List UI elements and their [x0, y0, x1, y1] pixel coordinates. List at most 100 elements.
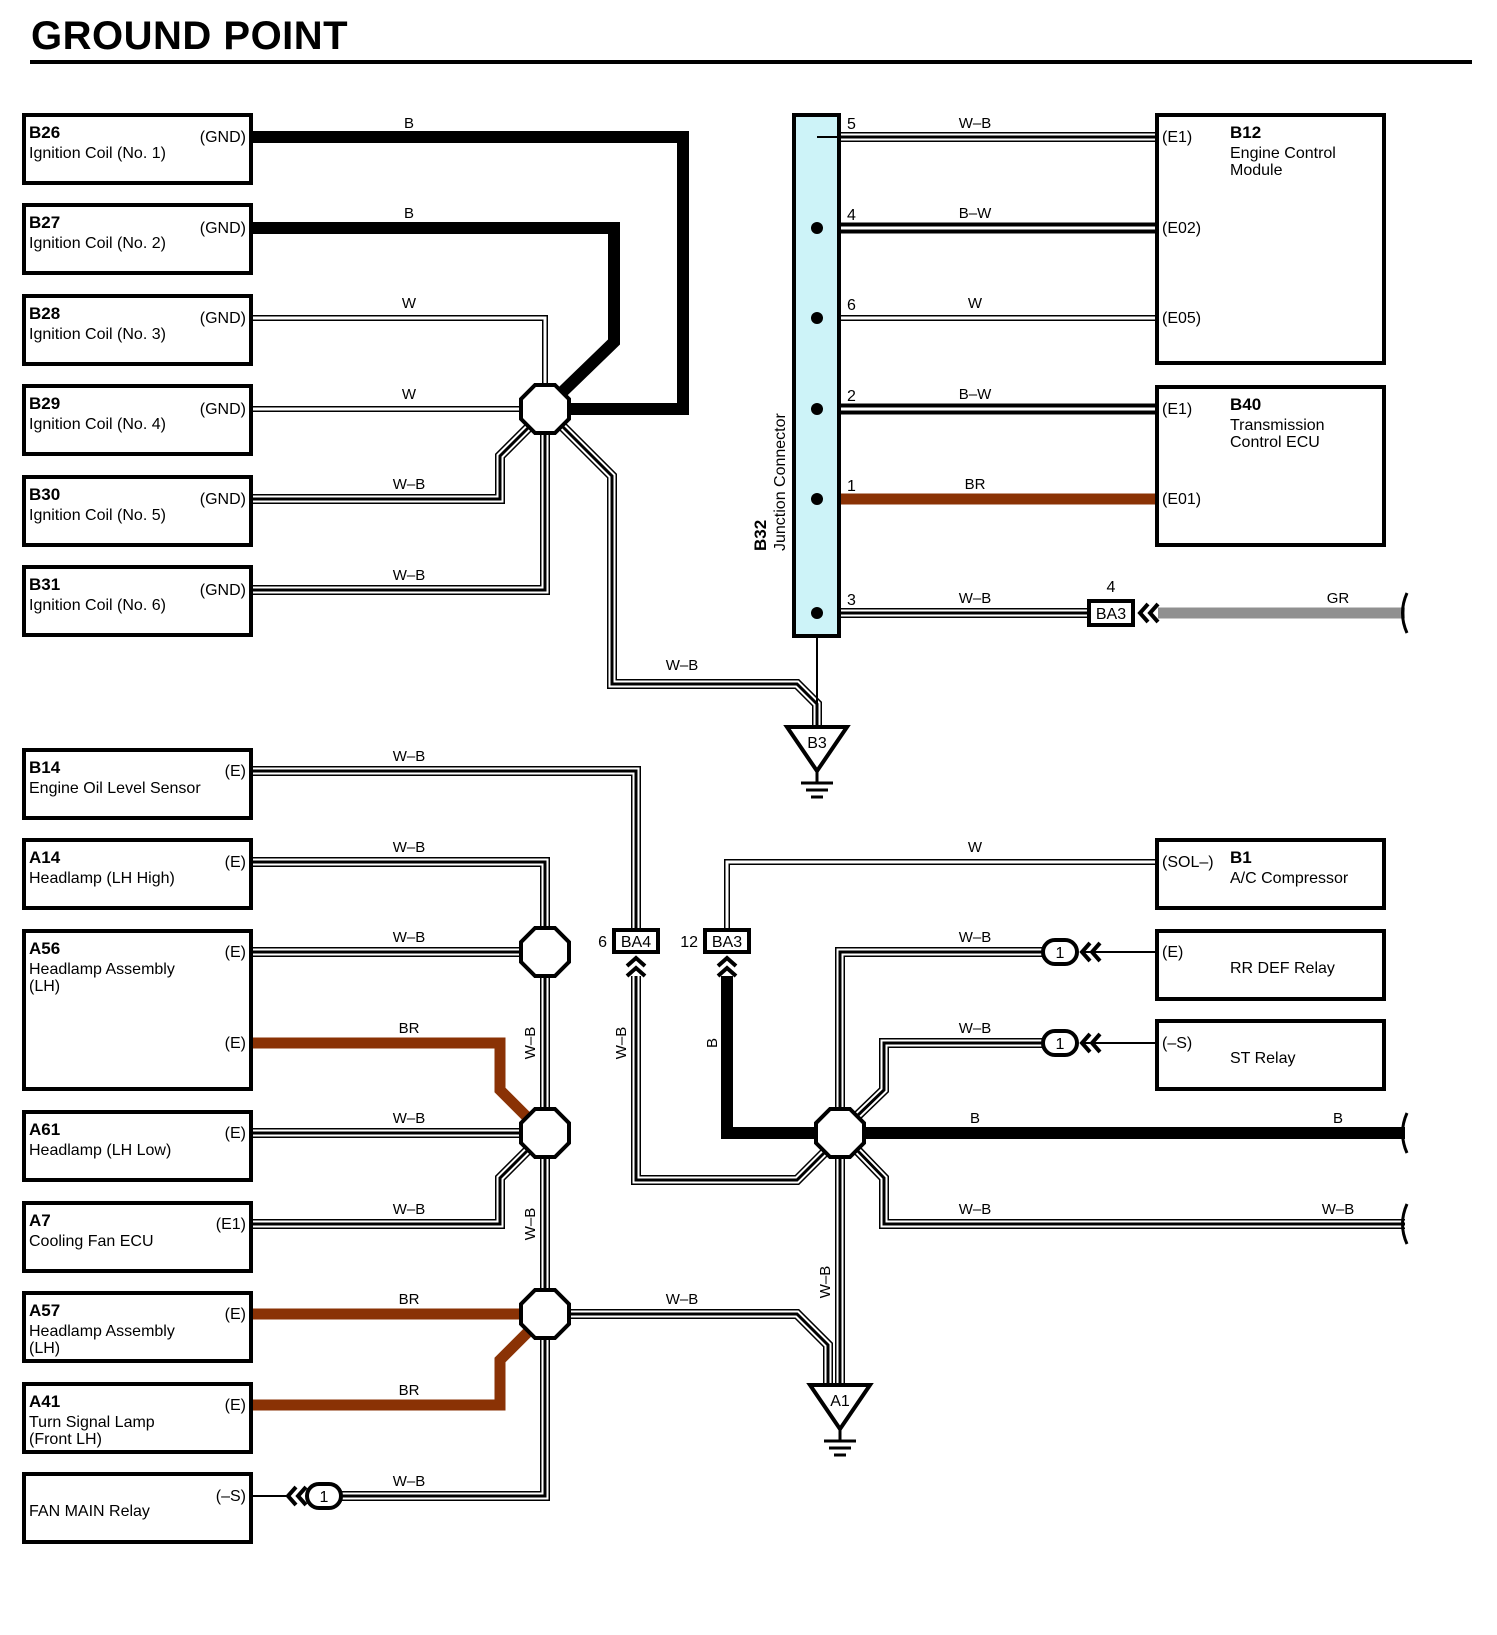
component-name: Ignition Coil (No. 3) [29, 326, 166, 343]
connector-code: BA4 [621, 934, 651, 951]
component-name: Headlamp (LH High) [29, 870, 175, 887]
component-box-rr-def-relay: RR DEF Relay [1155, 929, 1386, 1001]
wire-v-ba4 [631, 976, 832, 1185]
wire-a14 [252, 857, 550, 930]
wire-b30 [252, 422, 534, 504]
component-code: A57 [29, 1301, 60, 1320]
wire-a41 [252, 1326, 534, 1411]
wire-rrdef [835, 947, 1060, 1111]
pin-label: (SOL–) [1162, 854, 1214, 871]
pin-label: (E01) [1162, 491, 1201, 508]
wire-label-b30: W–B [393, 476, 426, 493]
splice-headlamp-upper [519, 926, 571, 978]
component-name: Engine Control [1230, 145, 1336, 162]
junction-pin-3: 3 [847, 592, 856, 609]
component-code: A41 [29, 1392, 60, 1411]
component-code: B12 [1230, 123, 1261, 142]
continuation-wb [1401, 1203, 1409, 1245]
component-code: B1 [1230, 848, 1252, 867]
inline-connector-st-pin: 1 [1056, 1036, 1065, 1053]
pin-label: (E1) [1162, 129, 1192, 146]
wire-label-rrdef: W–B [959, 929, 992, 946]
component-code: B40 [1230, 395, 1261, 414]
component-code: A14 [29, 848, 61, 867]
wire-label-wb_right: W–B [1322, 1201, 1355, 1218]
wire-label-a61: W–B [393, 1110, 426, 1127]
wire-label-b3_lead: W–B [666, 657, 699, 674]
continuation-b [1401, 1112, 1409, 1154]
junction-pin-2: 2 [847, 388, 856, 405]
inline-connector-fan-main-pin: 1 [320, 1489, 329, 1506]
pin-label: (E) [225, 763, 246, 780]
component-code: A61 [29, 1120, 60, 1139]
pin-label: (GND) [200, 582, 246, 599]
component-name: Ignition Coil (No. 5) [29, 507, 166, 524]
pin-label: (E02) [1162, 220, 1201, 237]
pin-label: (E) [225, 1125, 246, 1142]
wire-b31 [252, 431, 550, 595]
wire-label-a41: BR [399, 1382, 420, 1399]
wire-b1 [724, 859, 1157, 930]
wire-label-wb_mid: W–B [959, 1201, 992, 1218]
wire-label-b27: B [404, 205, 414, 222]
pin-label: (E) [225, 854, 246, 871]
component-name: Headlamp (LH Low) [29, 1142, 171, 1159]
pin-label: (E05) [1162, 310, 1201, 327]
junction-dot [811, 403, 823, 415]
wires [252, 131, 1405, 1501]
component-code: A7 [29, 1211, 51, 1230]
wire-label-a56b: BR [399, 1020, 420, 1037]
wire-label-j6: W [968, 295, 983, 312]
inline-connector-rr-def: 1 [1041, 938, 1102, 966]
junction-pin-6: 6 [847, 297, 856, 314]
splice-headlamp-lower [519, 1288, 571, 1340]
wire-label-b_mid: B [970, 1110, 980, 1127]
wire-label-j2: B–W [959, 386, 992, 403]
component-code: A56 [29, 939, 60, 958]
component-name: (Front LH) [29, 1431, 102, 1448]
wire-label-b31: W–B [393, 567, 426, 584]
component-name: Ignition Coil (No. 1) [29, 145, 166, 162]
texts: (GND)(GND)(GND)(GND)(GND)(GND)(E)(E)(E)(… [200, 115, 1354, 1505]
component-name: RR DEF Relay [1230, 960, 1335, 977]
pin-label: (E) [225, 1035, 246, 1052]
component-code: B29 [29, 394, 60, 413]
component-name: Headlamp Assembly [29, 961, 175, 978]
pin-label: (E) [1162, 944, 1183, 961]
wire-label-v_ba4: W–B [613, 1027, 630, 1060]
connector-code: BA3 [1096, 606, 1126, 623]
wire-label-a57: BR [399, 1291, 420, 1308]
wire-label-b28: W [402, 295, 417, 312]
wire-fan [340, 1338, 550, 1501]
wire-label-j3: W–B [959, 590, 992, 607]
pin-label: (E) [225, 1397, 246, 1414]
pin-label: (–S) [1162, 1035, 1192, 1052]
component-name: Ignition Coil (No. 2) [29, 235, 166, 252]
pin-label: (GND) [200, 129, 246, 146]
wire-a7 [252, 1144, 534, 1229]
junction-name: Junction Connector [772, 412, 789, 551]
wire-label-a7: W–B [393, 1201, 426, 1218]
junction-code: B32 [751, 520, 770, 551]
wire-label-v_left_lower: W–B [522, 1208, 539, 1241]
wire-b28 [252, 315, 548, 387]
wire-label-a1_lead: W–B [666, 1291, 699, 1308]
connector-pin: 12 [680, 934, 698, 951]
wire-b14 [252, 766, 641, 930]
component-name: (LH) [29, 1340, 60, 1357]
pin-label: (E1) [216, 1216, 246, 1233]
wire-label-b_right: B [1333, 1110, 1343, 1127]
junction-pin-5: 5 [847, 116, 856, 133]
component-code: B14 [29, 758, 61, 777]
component-name: A/C Compressor [1230, 870, 1349, 887]
